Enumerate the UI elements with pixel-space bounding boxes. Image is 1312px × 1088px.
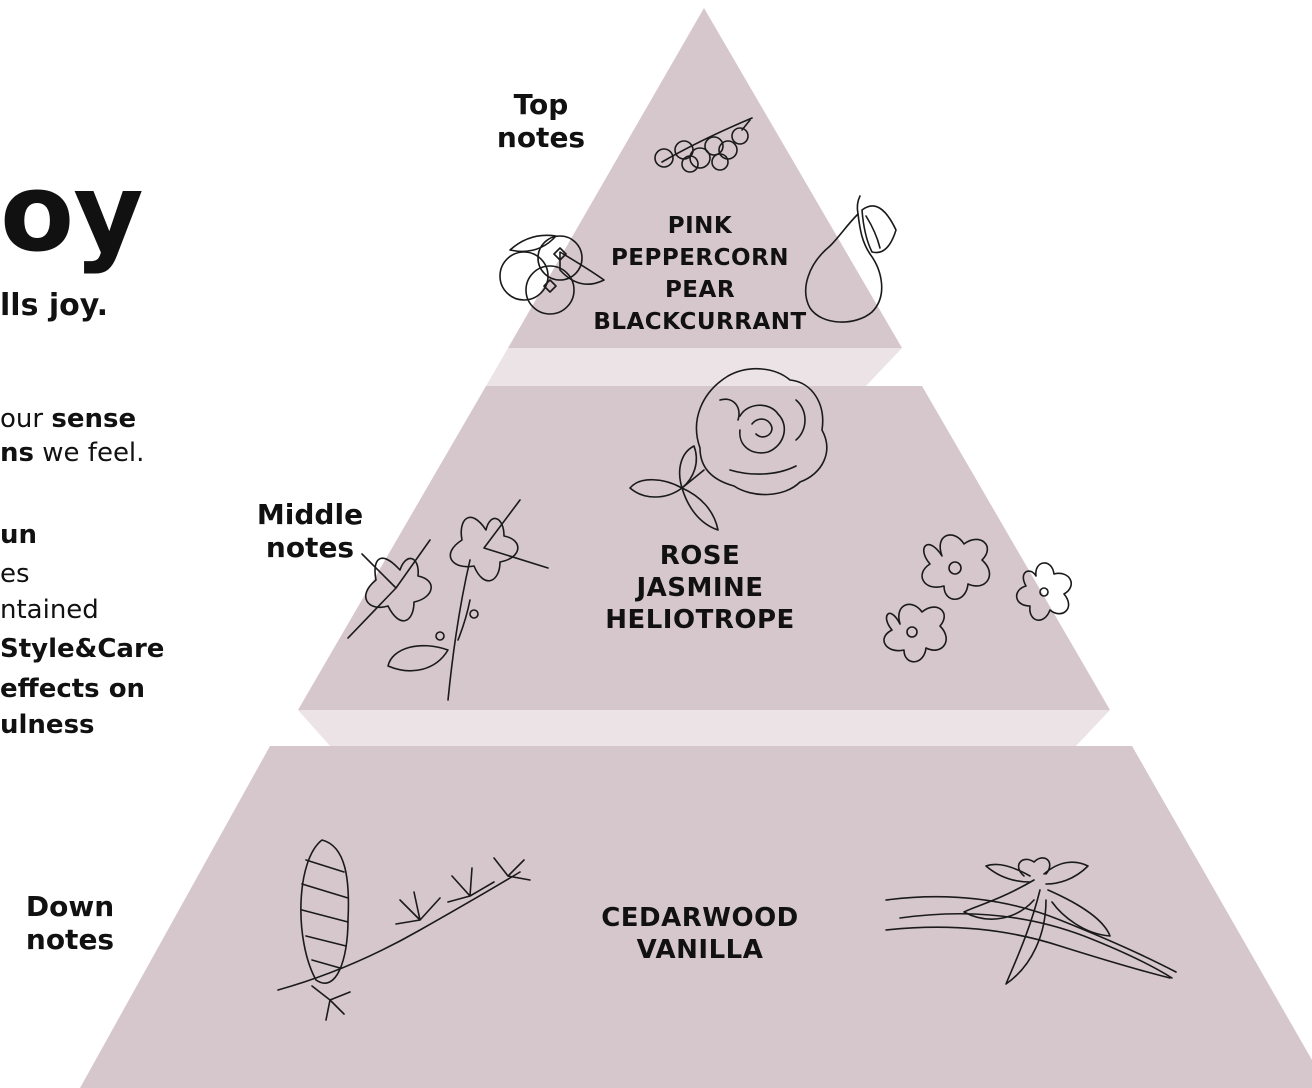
- top-tier: [508, 8, 902, 348]
- pink-peppercorn-icon: [654, 117, 753, 173]
- note-item: VANILLA: [636, 935, 764, 965]
- top-tier-bevel: [486, 348, 902, 386]
- middle-notes-label: Middle notes: [256, 498, 364, 564]
- intro-paragraph-2-line-4: Style&Care: [0, 634, 165, 664]
- note-item: PEPPERCORN: [610, 245, 790, 271]
- intro-paragraph-2-line-3: ntained: [0, 595, 99, 625]
- intro-paragraph-2-line-1: un: [0, 520, 38, 550]
- intro-paragraph-2-line-5: effects on: [0, 674, 146, 704]
- note-item: JASMINE: [636, 573, 764, 603]
- rose-icon: [629, 367, 828, 531]
- vanilla-icon: [885, 857, 1177, 985]
- middle-tier: [298, 386, 1110, 710]
- note-item: BLACKCURRANT: [593, 309, 807, 335]
- down-notes-list: CEDARWOOD VANILLA: [580, 902, 820, 966]
- bottom-tier: [80, 746, 1312, 1088]
- intro-paragraph-2-line-2: es: [0, 559, 30, 589]
- middle-notes-list: ROSE JASMINE HELIOTROPE: [580, 540, 820, 636]
- intro-subheading: lls joy.: [0, 288, 108, 323]
- note-item: CEDARWOOD: [601, 903, 799, 933]
- note-item: PEAR: [664, 277, 736, 303]
- intro-heading: oy: [0, 151, 144, 276]
- jasmine-icon: [347, 499, 549, 701]
- intro-paragraph-1-line-2: ns we feel.: [0, 438, 145, 468]
- intro-paragraph-1-line-1: our sense: [0, 404, 137, 434]
- note-item: ROSE: [659, 541, 741, 571]
- pear-icon: [805, 195, 897, 323]
- down-notes-label: Down notes: [25, 890, 115, 956]
- blackcurrant-icon: [499, 234, 605, 315]
- note-item: PINK: [667, 213, 733, 239]
- middle-tier-bevel: [298, 710, 1110, 746]
- intro-paragraph-2-line-6: ulness: [0, 710, 95, 740]
- cedar-branch-icon: [277, 839, 531, 1021]
- top-notes-list: PINK PEPPERCORN PEAR BLACKCURRANT: [580, 210, 820, 338]
- note-item: HELIOTROPE: [605, 605, 795, 635]
- top-notes-label: Top notes: [496, 88, 586, 154]
- heliotrope-icon: [883, 534, 1072, 663]
